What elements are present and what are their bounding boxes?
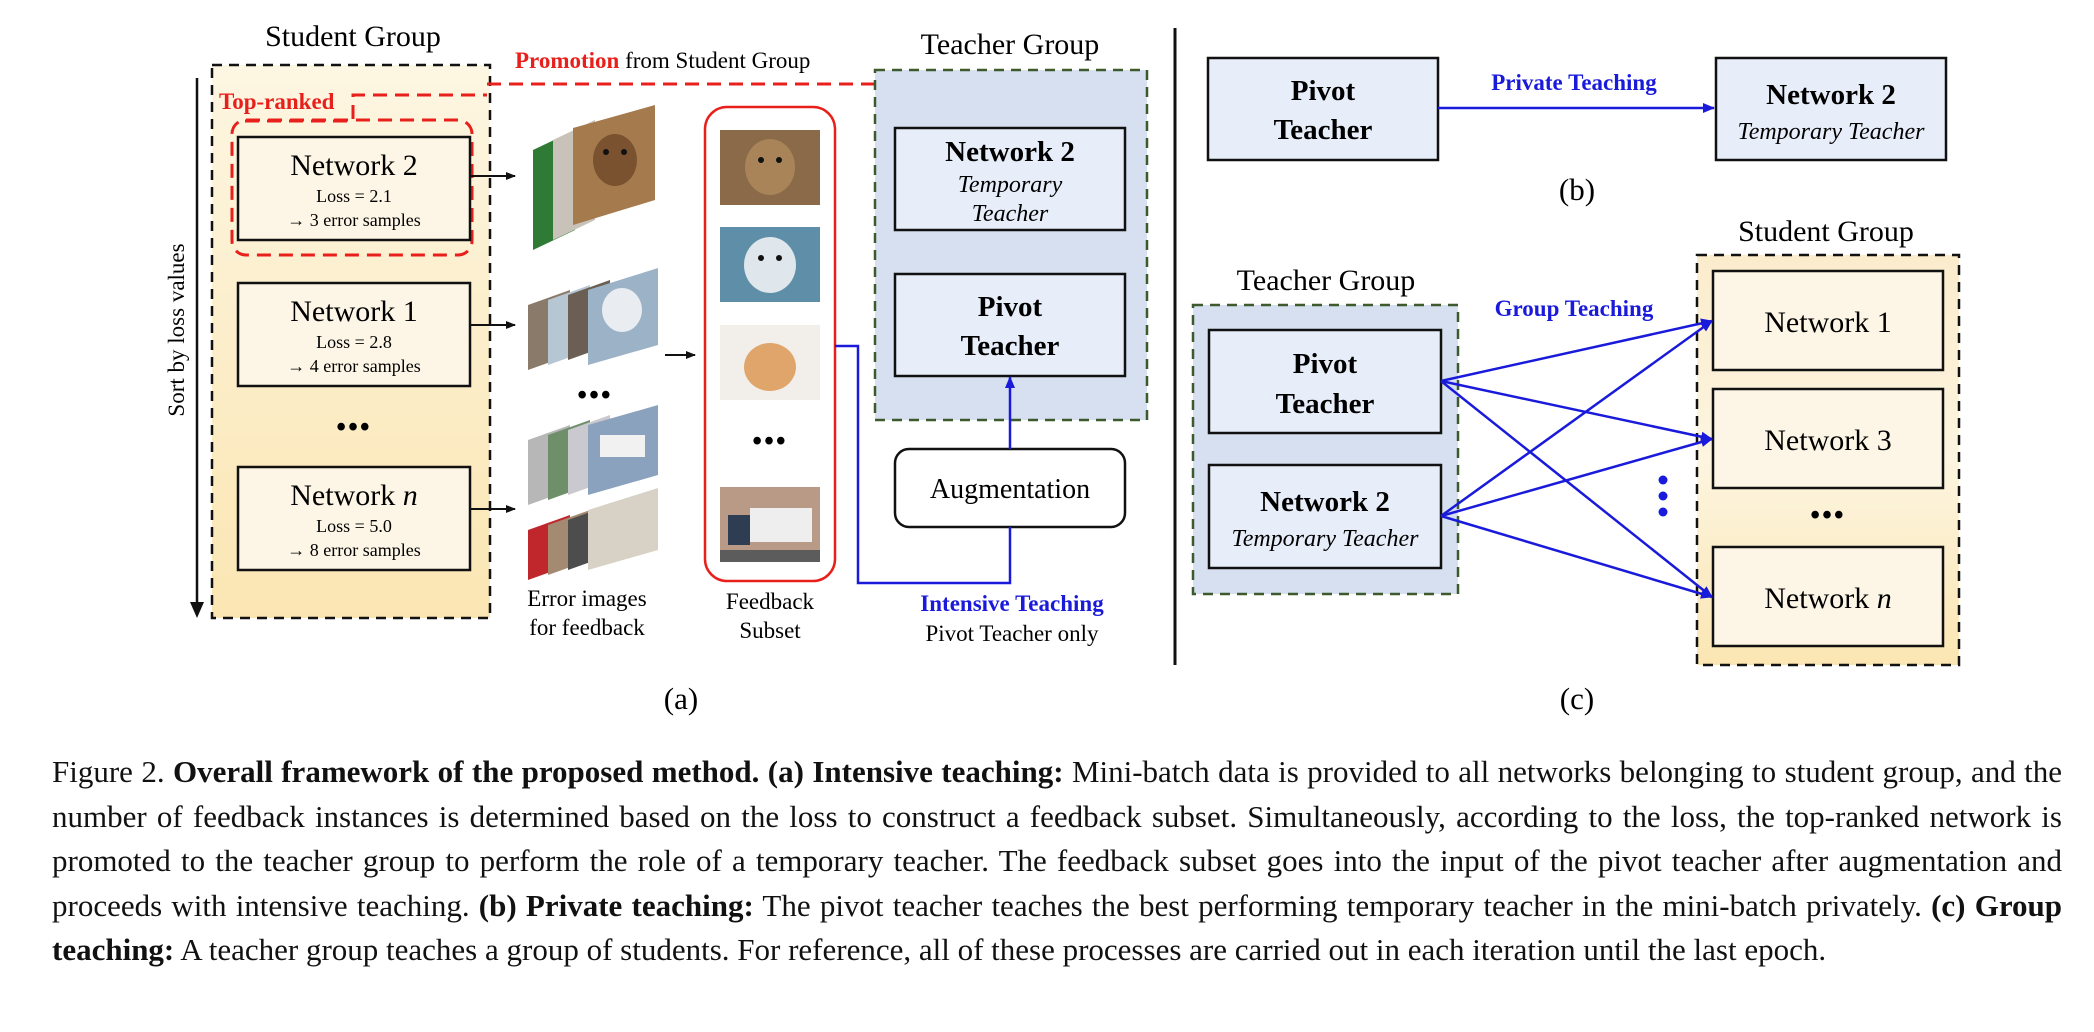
intensive-teaching-path: [835, 344, 1012, 585]
panel-a-label: (a): [664, 681, 698, 716]
student-group-title: Student Group: [265, 20, 441, 53]
network-n-box: [236, 465, 472, 572]
augmentation-label: Augmentation: [930, 474, 1090, 505]
promotion-bold: Promotion: [515, 48, 620, 73]
private-teaching-label: Private Teaching: [1491, 70, 1657, 95]
feedback-image-truck: [720, 487, 820, 562]
caption-a-label: (a) Intensive teaching:: [759, 754, 1064, 789]
caption-c-label: (c) Group teaching:: [52, 887, 2062, 968]
arrow-net2-net3: [1440, 437, 1713, 518]
student-network-1-label-c: Network 1: [1764, 306, 1891, 339]
feedback-ellipsis: •••: [752, 426, 787, 457]
temporary-teacher-line1-a: Temporary: [958, 172, 1063, 198]
pivot-teacher-line2-b: Teacher: [1274, 114, 1373, 146]
temporary-teacher-sub-b: Temporary Teacher: [1738, 119, 1926, 145]
network-1-loss: Loss = 2.8: [316, 332, 392, 352]
error-images-label-line2: for feedback: [529, 615, 645, 640]
student-ellipsis-c: •••: [1810, 500, 1845, 531]
panel-a: Sort by loss values Student Group Top-ra…: [164, 20, 1149, 716]
pivot-teacher-a: Pivot Teacher: [893, 272, 1127, 378]
group-teaching-label: Group Teaching: [1495, 296, 1654, 321]
arrow-pivot-net3: [1440, 379, 1713, 442]
student-network-n: Network n Loss = 5.0 → 8 error samples: [236, 465, 472, 572]
intensive-teaching-label: Intensive Teaching: [920, 591, 1104, 616]
feedback-image-dog: [720, 227, 820, 302]
student-network-1-box-c: [1711, 269, 1945, 372]
network-n-loss: Loss = 5.0: [316, 516, 392, 536]
error-images-ellipsis: •••: [577, 380, 612, 411]
network-1-box: [236, 281, 472, 388]
framework-figure: Sort by loss values Student Group Top-ra…: [164, 20, 1961, 716]
top-ranked-label: Top-ranked: [219, 89, 335, 114]
pivot-teacher-line2-a: Teacher: [961, 330, 1060, 362]
feedback-label-line2: Subset: [739, 618, 801, 643]
figure-caption: Figure 2. Overall framework of the propo…: [52, 750, 2062, 973]
arrow-pivot-net1: [1440, 318, 1713, 383]
teacher-group-title-c: Teacher Group: [1237, 264, 1416, 297]
network-2-name: Network 2: [290, 149, 417, 182]
pivot-teacher-line1-c: Pivot: [1293, 348, 1358, 380]
network-1-name: Network 1: [290, 295, 417, 328]
temporary-teacher-box-a: [893, 126, 1127, 232]
teacher-group-title-a: Teacher Group: [921, 28, 1100, 61]
caption-a-text: Mini-batch data is provided to all netwo…: [52, 754, 2063, 923]
student-network-1: Network 1 Loss = 2.8 → 4 error samples: [236, 281, 472, 388]
network-n-name: Network n: [290, 479, 417, 512]
network-2-loss: Loss = 2.1: [316, 186, 392, 206]
arrow-net2-netn: [1440, 514, 1713, 599]
temporary-teacher-line2-a: Teacher: [972, 201, 1049, 227]
caption-b-label: (b) Private teaching:: [469, 887, 754, 923]
promotion-label: Promotion from Student Group: [515, 48, 810, 73]
pivot-teacher-line2-c: Teacher: [1276, 388, 1375, 420]
top-ranked-box: [230, 118, 474, 257]
temporary-teacher-box-c: [1207, 463, 1443, 570]
panel-c: Teacher Group Pivot Teacher Network 2 Te…: [1191, 215, 1961, 716]
student-network-n-label-c: Network n: [1764, 582, 1891, 615]
caption-c-text: A teacher group teaches a group of stude…: [174, 932, 1827, 967]
network-2-errors: → 3 error samples: [287, 210, 420, 230]
student-network-3-label-c: Network 3: [1764, 424, 1891, 457]
temporary-teacher-box-b: [1714, 56, 1948, 162]
error-images-label-line1: Error images: [527, 586, 646, 611]
error-images-stack-2: [528, 268, 658, 370]
temporary-teacher-name-c: Network 2: [1260, 486, 1390, 518]
arrow-net2-net1: [1440, 319, 1713, 518]
error-images-stack-4: [528, 488, 658, 580]
caption-b-text: The pivot teacher teaches the best perfo…: [753, 887, 1922, 923]
error-images-stack-1: [533, 105, 655, 250]
group-teaching-arrows: [1440, 318, 1713, 599]
blue-vertical-dots: [1658, 475, 1668, 517]
pivot-only-label: Pivot Teacher only: [926, 621, 1099, 646]
temporary-teacher-name-a: Network 2: [945, 136, 1075, 168]
feedback-image-cat: [720, 130, 820, 205]
arrow-pivot-netn: [1440, 380, 1713, 598]
temporary-teacher-name-b: Network 2: [1766, 79, 1896, 111]
pivot-teacher-box-a: [893, 272, 1127, 378]
error-images-stack-3: [528, 405, 658, 505]
panel-b-label: (b): [1559, 172, 1595, 207]
pivot-teacher-line1-b: Pivot: [1291, 75, 1356, 107]
feedback-image-hamster: [720, 325, 820, 400]
student-network-n-box-c: [1711, 545, 1945, 648]
panel-c-label: (c): [1560, 681, 1594, 716]
caption-title: Overall framework of the proposed method…: [172, 754, 760, 789]
panel-b: Pivot Teacher Private Teaching Network 2…: [1206, 56, 1948, 207]
student-ellipsis: •••: [336, 412, 371, 443]
pivot-teacher-box-c: [1207, 328, 1443, 435]
promotion-rest: from Student Group: [619, 48, 810, 73]
network-2-box: [236, 135, 472, 242]
pivot-teacher-box-b: [1206, 56, 1440, 162]
caption-figure-number: Figure 2.: [52, 754, 173, 789]
student-network-2: Network 2 Loss = 2.1 → 3 error samples: [236, 135, 472, 242]
network-n-errors: → 8 error samples: [287, 540, 420, 560]
temporary-teacher-sub-c: Temporary Teacher: [1232, 526, 1420, 552]
pivot-teacher-line1-a: Pivot: [978, 291, 1043, 323]
sort-axis-arrowhead: [190, 602, 204, 618]
student-network-3-box-c: [1711, 387, 1945, 490]
student-group-title-c: Student Group: [1738, 215, 1914, 248]
network-1-errors: → 4 error samples: [287, 356, 420, 376]
feedback-label-line1: Feedback: [726, 589, 815, 614]
sort-axis-label: Sort by loss values: [164, 243, 189, 416]
temporary-teacher-a: Network 2 Temporary Teacher: [893, 126, 1127, 232]
